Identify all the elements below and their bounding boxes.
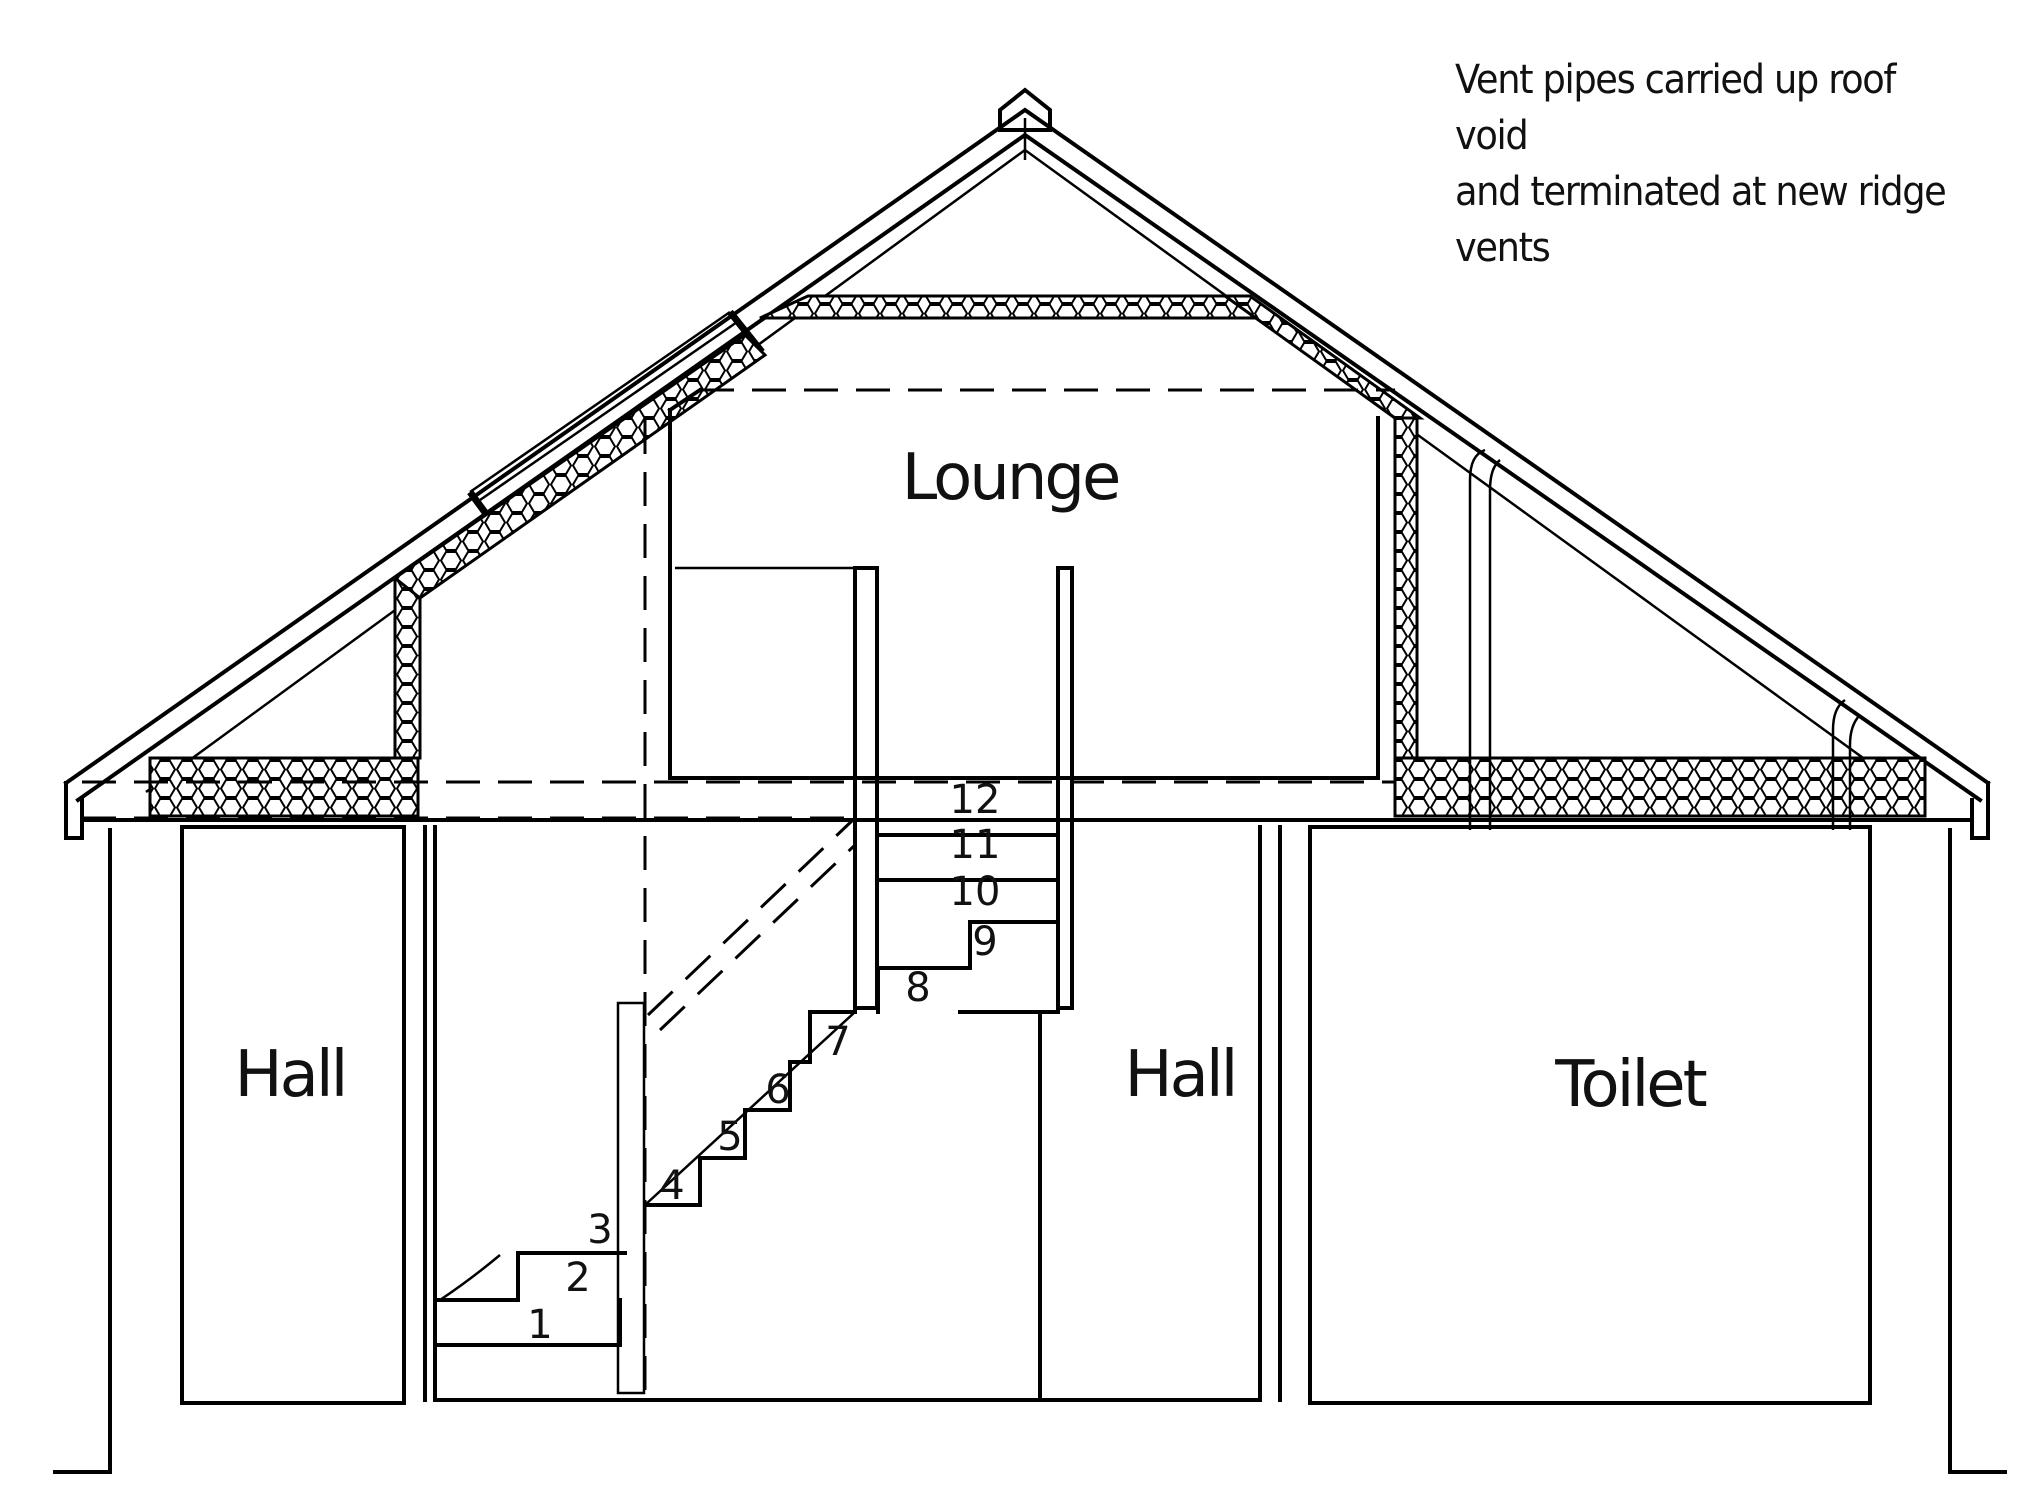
- stair-tread-number: 2: [565, 1255, 591, 1301]
- stair-tread-number: 7: [825, 1019, 851, 1065]
- room-label-toilet: Toilet: [1555, 1048, 1707, 1122]
- ridge-vent: [998, 87, 1052, 132]
- vent-note: Vent pipes carried up roof void and term…: [1455, 52, 1970, 276]
- stair-tread-number: 8: [905, 965, 931, 1011]
- room-label-hall-left: Hall: [234, 1038, 349, 1112]
- stair-tread-number: 12: [949, 777, 1001, 823]
- stair-tread-number: 5: [717, 1114, 743, 1160]
- stair-tread-number: 6: [765, 1067, 791, 1113]
- vent-pipes: [1468, 448, 1861, 830]
- lounge-room: [667, 387, 1380, 1010]
- stair-tread-number: 11: [949, 822, 1001, 868]
- floor-lines: [80, 388, 1974, 1390]
- walls: [53, 825, 2007, 1474]
- staircase: [436, 816, 1060, 1395]
- stair-tread-number: 4: [659, 1163, 685, 1209]
- insulation: [148, 294, 1927, 818]
- stair-tread-number: 3: [587, 1207, 613, 1253]
- room-label-lounge: Lounge: [901, 441, 1122, 515]
- stair-tread-number: 1: [527, 1302, 553, 1348]
- stair-tread-number: 9: [972, 919, 998, 965]
- room-label-hall-right: Hall: [1124, 1038, 1239, 1112]
- vent-note-line-1: Vent pipes carried up roof void: [1455, 57, 1896, 159]
- vent-note-line-2: and terminated at new ridge vents: [1455, 169, 1947, 271]
- stair-tread-number: 10: [949, 869, 1001, 915]
